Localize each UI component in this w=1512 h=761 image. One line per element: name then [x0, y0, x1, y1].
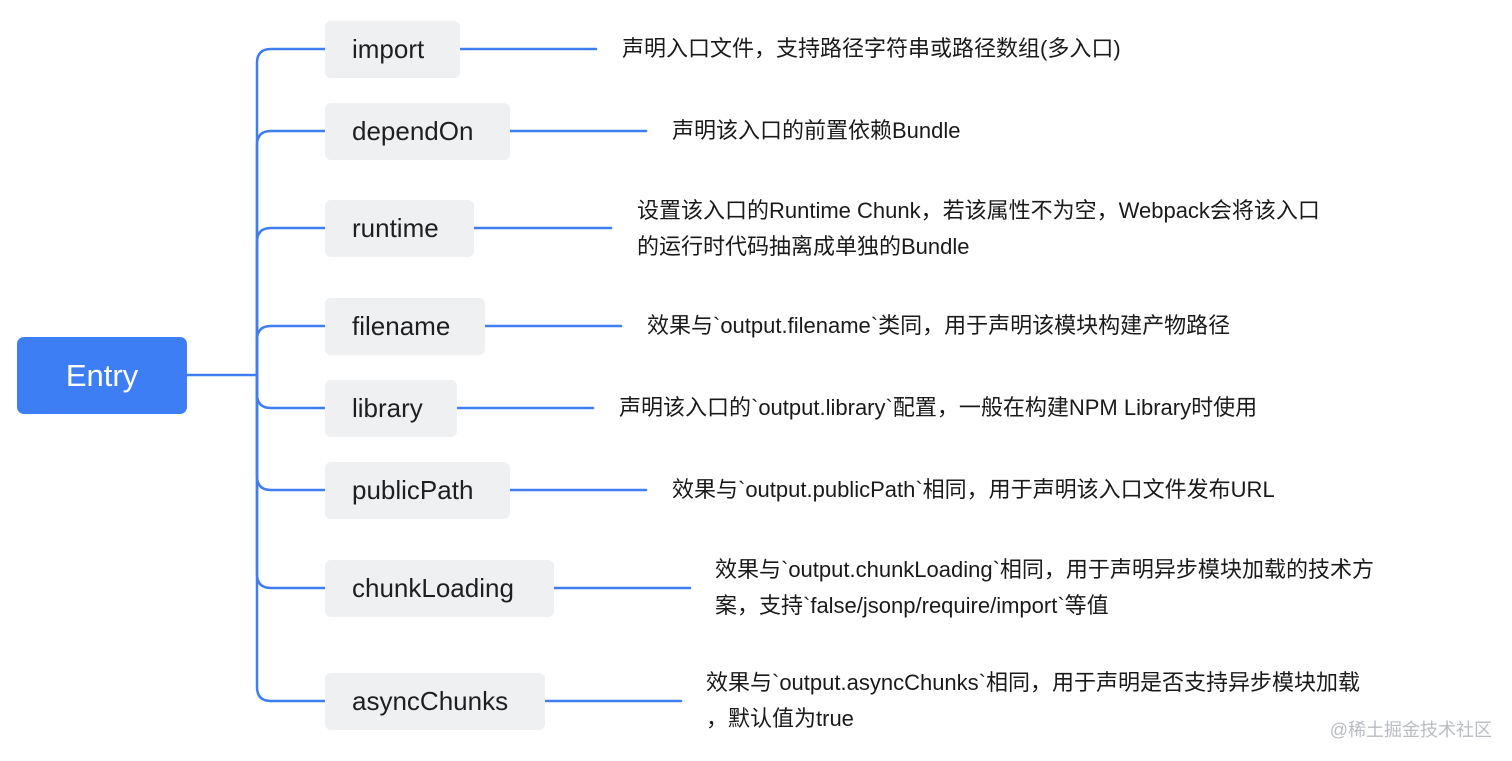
branch-node-runtime[interactable]: runtime — [325, 200, 474, 257]
watermark: @稀土掘金技术社区 — [1329, 720, 1492, 740]
description-runtime: 设置该入口的Runtime Chunk，若该属性不为空，Webpack会将该入口… — [637, 193, 1320, 265]
description-publicpath: 效果与`output.publicPath`相同，用于声明该入口文件发布URL — [672, 472, 1275, 508]
root-node-entry[interactable]: Entry — [17, 337, 187, 414]
branch-node-dependon[interactable]: dependOn — [325, 103, 510, 160]
description-asyncchunks: 效果与`output.asyncChunks`相同，用于声明是否支持异步模块加载… — [706, 665, 1360, 737]
branch-connector — [255, 129, 327, 377]
branch-node-publicpath[interactable]: publicPath — [325, 462, 510, 519]
branch-connector — [255, 373, 327, 492]
branch-node-filename[interactable]: filename — [325, 298, 485, 355]
description-line: 效果与`output.chunkLoading`相同，用于声明异步模块加载的技术… — [715, 557, 1374, 582]
branch-connector — [255, 373, 327, 410]
description-import: 声明入口文件，支持路径字符串或路径数组(多入口) — [622, 31, 1121, 67]
branch-node-asyncchunks[interactable]: asyncChunks — [325, 673, 545, 730]
description-line: 声明入口文件，支持路径字符串或路径数组(多入口) — [622, 36, 1121, 61]
branch-node-library[interactable]: library — [325, 380, 457, 437]
description-line: 效果与`output.filename`类同，用于声明该模块构建产物路径 — [647, 313, 1231, 338]
description-line: 案，支持`false/jsonp/require/import`等值 — [715, 593, 1109, 618]
branch-connector — [255, 324, 327, 377]
branch-connector — [255, 226, 327, 377]
description-library: 声明该入口的`output.library`配置，一般在构建NPM Librar… — [619, 390, 1257, 426]
description-line: 声明该入口的`output.library`配置，一般在构建NPM Librar… — [619, 395, 1258, 420]
description-line: 设置该入口的Runtime Chunk，若该属性不为空，Webpack会将该入口 — [637, 198, 1320, 223]
description-filename: 效果与`output.filename`类同，用于声明该模块构建产物路径 — [647, 308, 1230, 344]
description-line: ，默认值为true — [706, 706, 854, 731]
description-line: 的运行时代码抽离成单独的Bundle — [637, 234, 970, 259]
branch-connector — [255, 47, 327, 377]
description-line: 效果与`output.publicPath`相同，用于声明该入口文件发布URL — [672, 477, 1275, 502]
description-line: 效果与`output.asyncChunks`相同，用于声明是否支持异步模块加载 — [706, 670, 1360, 695]
description-line: 声明该入口的前置依赖Bundle — [672, 118, 961, 143]
description-chunkloading: 效果与`output.chunkLoading`相同，用于声明异步模块加载的技术… — [715, 552, 1374, 624]
branch-node-chunkloading[interactable]: chunkLoading — [325, 560, 554, 617]
description-dependon: 声明该入口的前置依赖Bundle — [672, 113, 961, 149]
branch-connector — [255, 373, 327, 703]
branch-node-import[interactable]: import — [325, 21, 460, 78]
